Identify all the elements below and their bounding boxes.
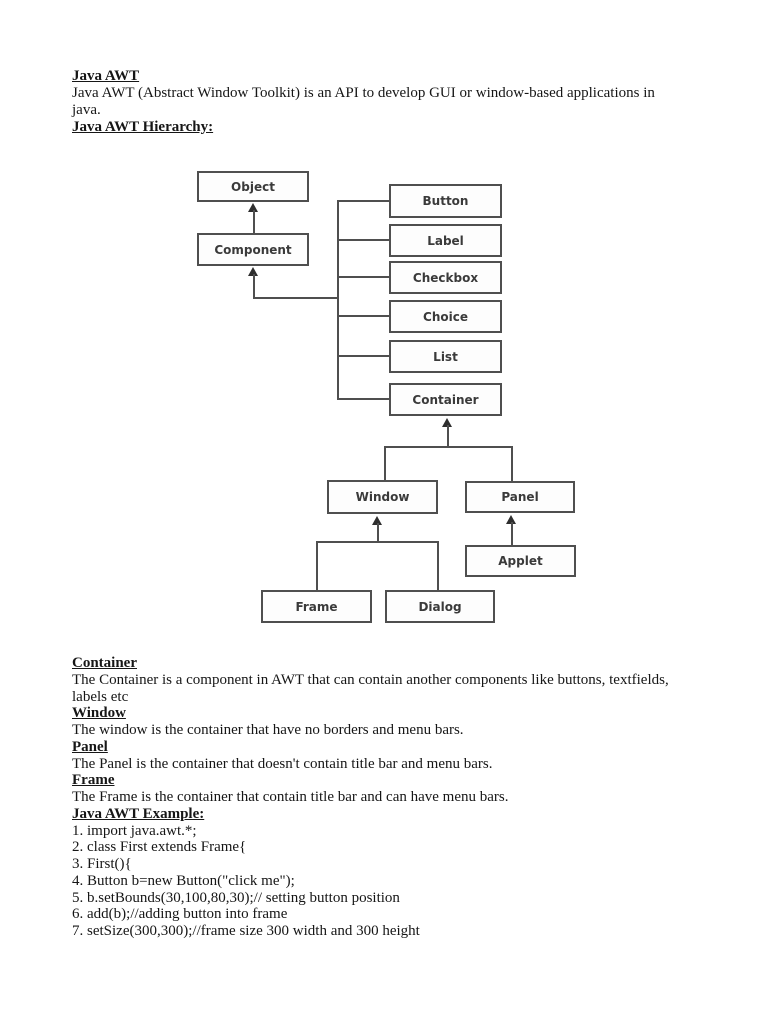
connector-spine <box>337 200 339 400</box>
code-line-7: 7. setSize(300,300);//frame size 300 wid… <box>72 923 420 939</box>
connector-tooth-choice <box>337 315 389 317</box>
connector-tooth-list <box>337 355 389 357</box>
heading-java-awt-hierarchy: Java AWT Hierarchy: <box>72 119 214 135</box>
connector-drop-frame <box>316 541 318 590</box>
connector-container-stem <box>447 425 449 448</box>
connector-tooth-checkbox <box>337 276 389 278</box>
diagram-box-component-label: Component <box>214 242 292 257</box>
diagram-box-container: Container <box>389 383 502 416</box>
diagram-box-panel: Panel <box>465 481 575 513</box>
connector-applet-to-panel <box>511 522 513 545</box>
arrowhead-to-container <box>442 418 452 427</box>
diagram-box-panel-label: Panel <box>501 490 539 504</box>
definitions-block: Container The Container is a component i… <box>72 655 684 940</box>
diagram-box-label-label: Label <box>427 233 464 248</box>
diagram-box-window: Window <box>327 480 438 514</box>
diagram-box-label: Label <box>389 224 502 257</box>
connector-window-crossbar <box>316 541 439 543</box>
heading-container: Container <box>72 655 137 671</box>
connector-subclasses-to-component-vertical <box>253 274 255 299</box>
connector-window-stem <box>377 523 379 543</box>
container-description: The Container is a component in AWT that… <box>72 671 669 705</box>
code-line-2: 2. class First extends Frame{ <box>72 839 247 856</box>
diagram-box-container-label: Container <box>412 392 479 407</box>
code-line-4: 4. Button b=new Button("click me"); <box>72 872 295 889</box>
diagram-box-component: Component <box>197 233 309 266</box>
diagram-box-dialog-label: Dialog <box>418 599 462 614</box>
connector-drop-window <box>384 446 386 480</box>
connector-tooth-label <box>337 239 389 241</box>
diagram-box-object-label: Object <box>231 179 275 194</box>
code-line-1: 1. import java.awt.*; <box>72 822 197 839</box>
diagram-box-window-label: Window <box>355 490 410 504</box>
diagram-box-checkbox-label: Checkbox <box>412 270 479 285</box>
diagram-box-list: List <box>389 340 502 373</box>
diagram-box-choice-label: Choice <box>423 309 468 324</box>
diagram-box-choice: Choice <box>389 300 502 333</box>
arrowhead-subclasses-to-component <box>248 267 258 276</box>
intro-block: Java AWT Java AWT (Abstract Window Toolk… <box>72 68 684 136</box>
diagram-box-button-label: Button <box>422 194 469 208</box>
diagram-box-dialog: Dialog <box>385 590 495 623</box>
heading-java-awt-example: Java AWT Example: <box>72 805 205 822</box>
heading-window: Window <box>72 705 126 722</box>
window-description: The window is the container that have no… <box>72 722 464 738</box>
connector-component-to-object <box>253 210 255 234</box>
code-line-5: 5. b.setBounds(30,100,80,30);// setting … <box>72 889 400 906</box>
code-line-6: 6. add(b);//adding button into frame <box>72 906 288 923</box>
diagram-box-checkbox: Checkbox <box>389 261 502 294</box>
connector-tooth-container <box>337 398 389 400</box>
diagram-box-object: Object <box>197 171 309 202</box>
connector-tooth-button <box>337 200 389 202</box>
arrowhead-component-to-object <box>248 203 258 212</box>
awt-hierarchy-diagram: Object Component Button Label Checkbox C… <box>197 171 576 623</box>
diagram-box-button: Button <box>389 184 502 218</box>
heading-panel: Panel <box>72 738 108 755</box>
heading-java-awt: Java AWT <box>72 68 140 84</box>
code-line-3: 3. First(){ <box>72 856 132 872</box>
panel-description: The Panel is the container that doesn't … <box>72 755 493 772</box>
connector-subclasses-to-component-horizontal <box>253 297 339 299</box>
arrowhead-to-window <box>372 516 382 525</box>
diagram-box-applet-label: Applet <box>498 554 543 568</box>
diagram-box-frame: Frame <box>261 590 372 623</box>
connector-drop-dialog <box>437 541 439 590</box>
frame-description: The Frame is the container that contain … <box>72 789 509 805</box>
diagram-box-applet: Applet <box>465 545 576 577</box>
intro-paragraph: Java AWT (Abstract Window Toolkit) is an… <box>72 85 655 118</box>
connector-drop-panel <box>511 446 513 481</box>
diagram-box-frame-label: Frame <box>295 599 338 614</box>
connector-container-crossbar <box>384 446 513 448</box>
diagram-box-list-label: List <box>433 349 458 364</box>
arrowhead-applet-to-panel <box>506 515 516 524</box>
heading-frame: Frame <box>72 772 115 789</box>
